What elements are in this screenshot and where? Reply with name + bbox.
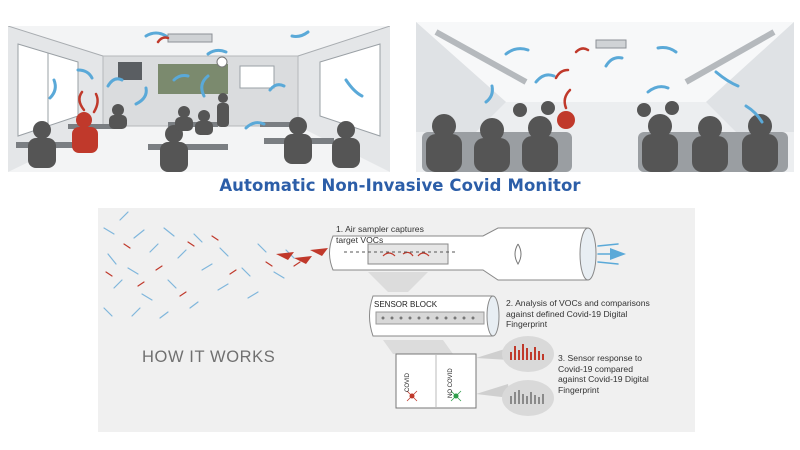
sensor-block-label: SENSOR BLOCK [374, 300, 438, 309]
no-covid-label: NO COVID [448, 368, 454, 398]
covid-label: COVID [405, 372, 411, 392]
airplane-scene [416, 22, 794, 172]
process-diagram [103, 211, 626, 416]
how-it-works-panel [98, 208, 695, 432]
step-3-label: 3. Sensor response to Covid-19 compared … [558, 353, 649, 395]
classroom-illustration [8, 26, 390, 172]
classroom-scene [8, 26, 390, 172]
air-sampler [329, 227, 597, 281]
how-it-works-heading: HOW IT WORKS [142, 348, 276, 366]
page-title: Automatic Non-Invasive Covid Monitor [219, 176, 581, 195]
air-particles [103, 211, 301, 319]
step-1-label: 1. Air sampler captures target VOCs [336, 224, 424, 245]
step-2-label: 2. Analysis of VOCs and comparisons agai… [506, 298, 650, 329]
airplane-cabin-illustration [416, 22, 794, 172]
